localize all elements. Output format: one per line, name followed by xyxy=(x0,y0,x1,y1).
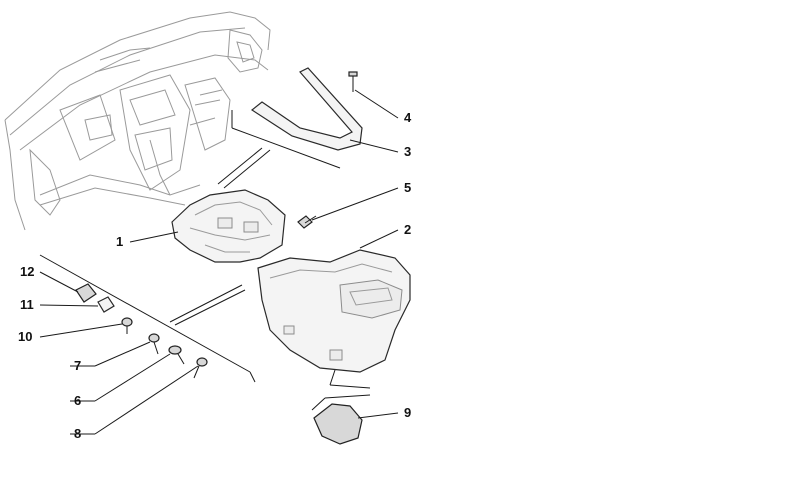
part-11-nut xyxy=(97,296,115,313)
callout-8: 8 xyxy=(74,426,81,441)
callout-12: 12 xyxy=(20,264,34,279)
callout-7: 7 xyxy=(74,358,81,373)
part-4-screw xyxy=(348,71,358,92)
part-12-clip xyxy=(75,283,97,303)
callout-10: 10 xyxy=(18,329,32,344)
part-10-screw xyxy=(121,317,133,334)
part-6-screw xyxy=(168,345,185,365)
part-7-bolt xyxy=(148,333,160,355)
callout-11: 11 xyxy=(20,297,34,312)
callout-5: 5 xyxy=(404,180,411,195)
part-8-bolt xyxy=(193,357,208,379)
callout-4: 4 xyxy=(404,110,412,125)
callout-1: 1 xyxy=(116,234,123,249)
callout-3: 3 xyxy=(404,144,411,159)
callout-labels: 1 2 3 4 5 6 7 8 9 10 11 12 xyxy=(18,110,412,441)
part-9-cover-cap xyxy=(313,403,363,445)
part-1-center-bracket xyxy=(171,189,286,263)
part-2-center-console xyxy=(257,249,411,373)
dashboard-sketch xyxy=(4,11,271,231)
part-5-bolt xyxy=(297,215,317,229)
callout-6: 6 xyxy=(74,393,81,408)
callout-2: 2 xyxy=(404,222,411,237)
part-3-trim-frame xyxy=(250,67,363,151)
leader-lines xyxy=(39,89,399,435)
callout-9: 9 xyxy=(404,405,411,420)
